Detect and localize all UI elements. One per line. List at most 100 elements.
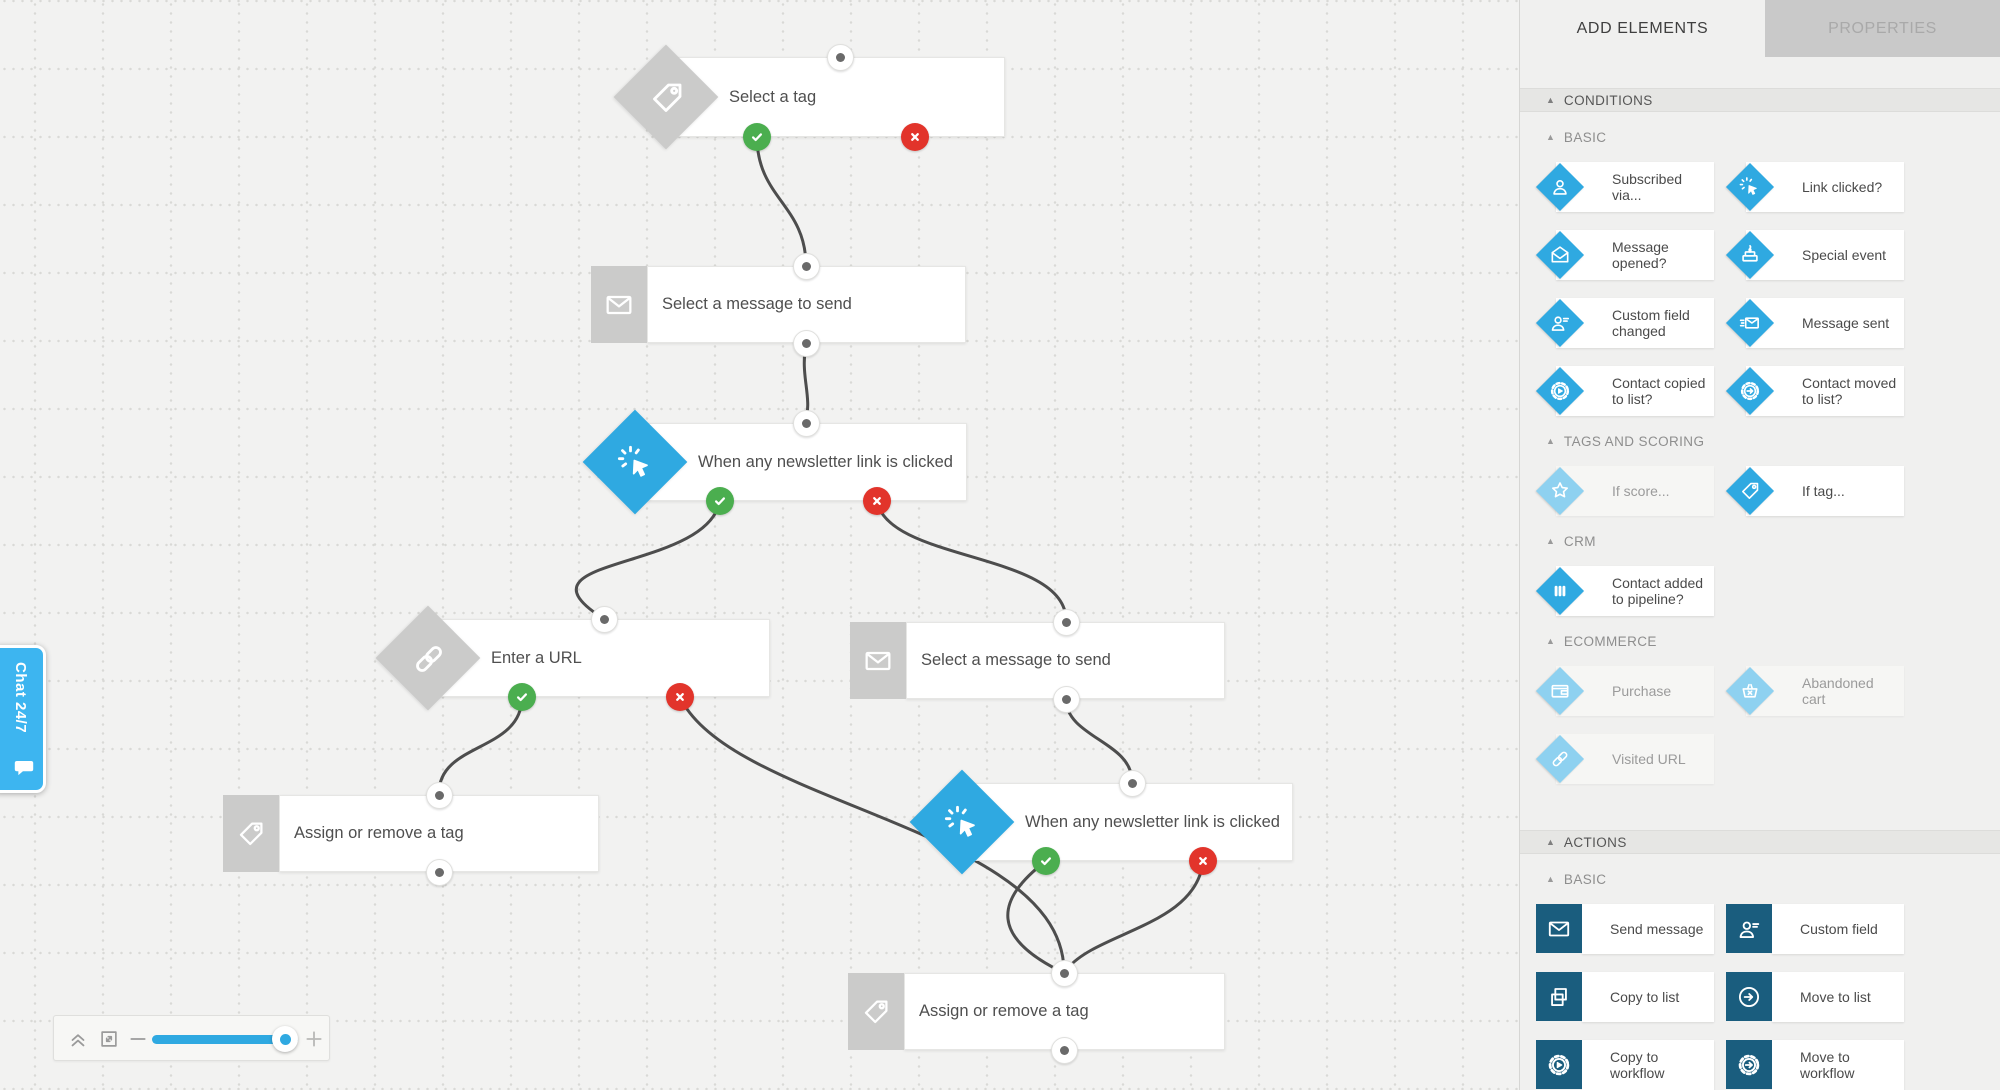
port-newsletter-click-2-top[interactable] <box>1118 769 1146 797</box>
palette-item-purchase[interactable]: Purchase <box>1535 666 1714 716</box>
zoom-out-button[interactable] <box>128 1029 148 1054</box>
zoom-slider-handle[interactable] <box>272 1026 298 1052</box>
link-icon <box>415 645 442 672</box>
palette-item-custom-field-changed[interactable]: Custom field changed <box>1535 298 1714 348</box>
node-select-message-2[interactable]: Select a message to send <box>850 622 1225 699</box>
palette-item-contact-moved-to-list[interactable]: Contact moved to list? <box>1725 366 1904 416</box>
node-icon-tile <box>582 409 688 515</box>
palette-row: If score...If tag... <box>1520 466 2000 516</box>
palette-item-send-message[interactable]: Send message <box>1536 904 1714 954</box>
section-title: CONDITIONS <box>1563 92 1653 108</box>
envelope-icon <box>606 295 632 314</box>
port-select-a-tag-top[interactable] <box>826 43 854 71</box>
port-select-message-1-bottom[interactable] <box>792 329 820 357</box>
node-icon-tile <box>375 605 481 711</box>
palette-item-shape <box>1725 666 1775 716</box>
section-header-actions[interactable]: ▲ACTIONS <box>1520 830 2000 854</box>
check-icon <box>714 497 726 506</box>
palette-item-tile: Contact moved to list? <box>1746 366 1904 416</box>
palette-item-shape <box>1535 366 1585 416</box>
palette-item-if-score[interactable]: If score... <box>1535 466 1714 516</box>
palette-item-abandoned-cart[interactable]: Abandoned cart <box>1725 666 1904 716</box>
connection-newsletter-click-1.success-to-enter-a-url.top <box>574 499 722 619</box>
port-select-message-2-bottom[interactable] <box>1052 685 1080 713</box>
badge-enter-a-url-success[interactable] <box>508 683 536 711</box>
group-header-ecommerce[interactable]: ▲ ECOMMERCE <box>1546 633 2000 649</box>
port-assign-tag-1-top[interactable] <box>425 781 453 809</box>
port-assign-tag-2-bottom[interactable] <box>1050 1036 1078 1064</box>
envelope-open-icon <box>1551 246 1569 263</box>
palette-item-copy-to-list[interactable]: Copy to list <box>1536 972 1714 1022</box>
group-header-basic[interactable]: ▲BASIC <box>1546 130 2000 145</box>
palette-row: Contact added to pipeline? <box>1520 566 2000 616</box>
fullscreen-button[interactable] <box>98 1028 120 1055</box>
group-header-crm[interactable]: ▲CRM <box>1546 534 2000 549</box>
node-assign-tag-1[interactable]: Assign or remove a tag <box>223 795 599 872</box>
port-select-message-1-top[interactable] <box>792 252 820 280</box>
badge-newsletter-click-2-failure[interactable] <box>1189 847 1217 875</box>
collapse-triangle-icon: ▲ <box>1546 132 1555 142</box>
node-label: Assign or remove a tag <box>919 1002 1089 1020</box>
palette-item-visited-url[interactable]: Visited URL <box>1535 734 1714 784</box>
node-select-message-1[interactable]: Select a message to send <box>591 266 966 343</box>
badge-enter-a-url-failure[interactable] <box>666 683 694 711</box>
palette-item-shape <box>1535 230 1585 280</box>
tag-icon <box>1741 482 1759 500</box>
palette-item-message-sent[interactable]: Message sent <box>1725 298 1904 348</box>
gear-play-icon <box>1548 1054 1570 1075</box>
collapse-triangle-icon: ▲ <box>1546 636 1555 646</box>
badge-newsletter-click-1-failure[interactable] <box>863 487 891 515</box>
connection-newsletter-click-2.success-to-assign-tag-2.top <box>1006 859 1062 973</box>
node-assign-tag-2[interactable]: Assign or remove a tag <box>848 973 1225 1050</box>
cake-icon <box>1742 244 1758 262</box>
palette-item-subscribed-via[interactable]: Subscribed via... <box>1535 162 1714 212</box>
collapse-toolbar-button[interactable] <box>66 1027 90 1056</box>
zoom-in-button[interactable] <box>304 1029 324 1054</box>
palette-item-copy-to-workflow[interactable]: Copy to workflow <box>1536 1040 1714 1090</box>
node-icon-tile <box>848 973 904 1050</box>
tab-properties[interactable]: PROPERTIES <box>1765 0 2000 57</box>
group-header-basic[interactable]: ▲BASIC <box>1546 872 2000 887</box>
port-assign-tag-1-bottom[interactable] <box>425 858 453 886</box>
group-header-tags-and-scoring[interactable]: ▲TAGS AND SCORING <box>1546 434 2000 449</box>
port-enter-a-url-top[interactable] <box>590 605 618 633</box>
chat-tab-label: Chat 24/7 <box>12 662 29 734</box>
palette-item-contact-added-to-pipeline[interactable]: Contact added to pipeline? <box>1535 566 1714 616</box>
badge-newsletter-click-2-success[interactable] <box>1032 847 1060 875</box>
palette-item-shape <box>1725 298 1775 348</box>
palette-item-custom-field[interactable]: Custom field <box>1726 904 1904 954</box>
palette-item-move-to-list[interactable]: Move to list <box>1726 972 1904 1022</box>
x-icon <box>1199 857 1207 865</box>
port-select-message-2-top[interactable] <box>1052 608 1080 636</box>
palette-item-if-tag[interactable]: If tag... <box>1725 466 1904 516</box>
group-title: ECOMMERCE <box>1563 633 1657 649</box>
port-newsletter-click-1-top[interactable] <box>792 409 820 437</box>
palette-item-special-event[interactable]: Special event <box>1725 230 1904 280</box>
palette-item-move-to-workflow[interactable]: Move to workflow <box>1726 1040 1904 1090</box>
section-header-conditions[interactable]: ▲CONDITIONS <box>1520 88 2000 112</box>
star-icon <box>1551 482 1569 498</box>
palette-item-shape <box>1725 466 1775 516</box>
badge-select-a-tag-success[interactable] <box>743 123 771 151</box>
palette-item-shape <box>1535 666 1585 716</box>
palette-item-link-clicked[interactable]: Link clicked? <box>1725 162 1904 212</box>
badge-newsletter-click-1-success[interactable] <box>706 487 734 515</box>
click-icon <box>617 445 648 477</box>
zoom-slider-track[interactable] <box>152 1035 298 1044</box>
palette-item-contact-copied-to-list[interactable]: Contact copied to list? <box>1535 366 1714 416</box>
palette-item-message-opened[interactable]: Message opened? <box>1535 230 1714 280</box>
check-icon <box>751 133 763 142</box>
badge-select-a-tag-failure[interactable] <box>901 123 929 151</box>
palette-item-shape <box>1726 1040 1772 1089</box>
palette-item-label: Copy to workflow <box>1610 1049 1665 1081</box>
tab-add-elements[interactable]: ADD ELEMENTS <box>1576 19 1709 37</box>
chat-tab[interactable]: Chat 24/7 <box>0 645 46 793</box>
port-assign-tag-2-top[interactable] <box>1050 959 1078 987</box>
palette-item-label: Send message <box>1610 921 1704 937</box>
node-icon-tile <box>223 795 279 872</box>
connection-newsletter-click-1.failure-to-select-message-2.top <box>875 499 1068 622</box>
palette-item-label: Move to list <box>1800 989 1871 1005</box>
connection-enter-a-url.failure-to-assign-tag-2.top <box>678 695 1066 973</box>
pipeline-icon <box>1554 585 1566 597</box>
